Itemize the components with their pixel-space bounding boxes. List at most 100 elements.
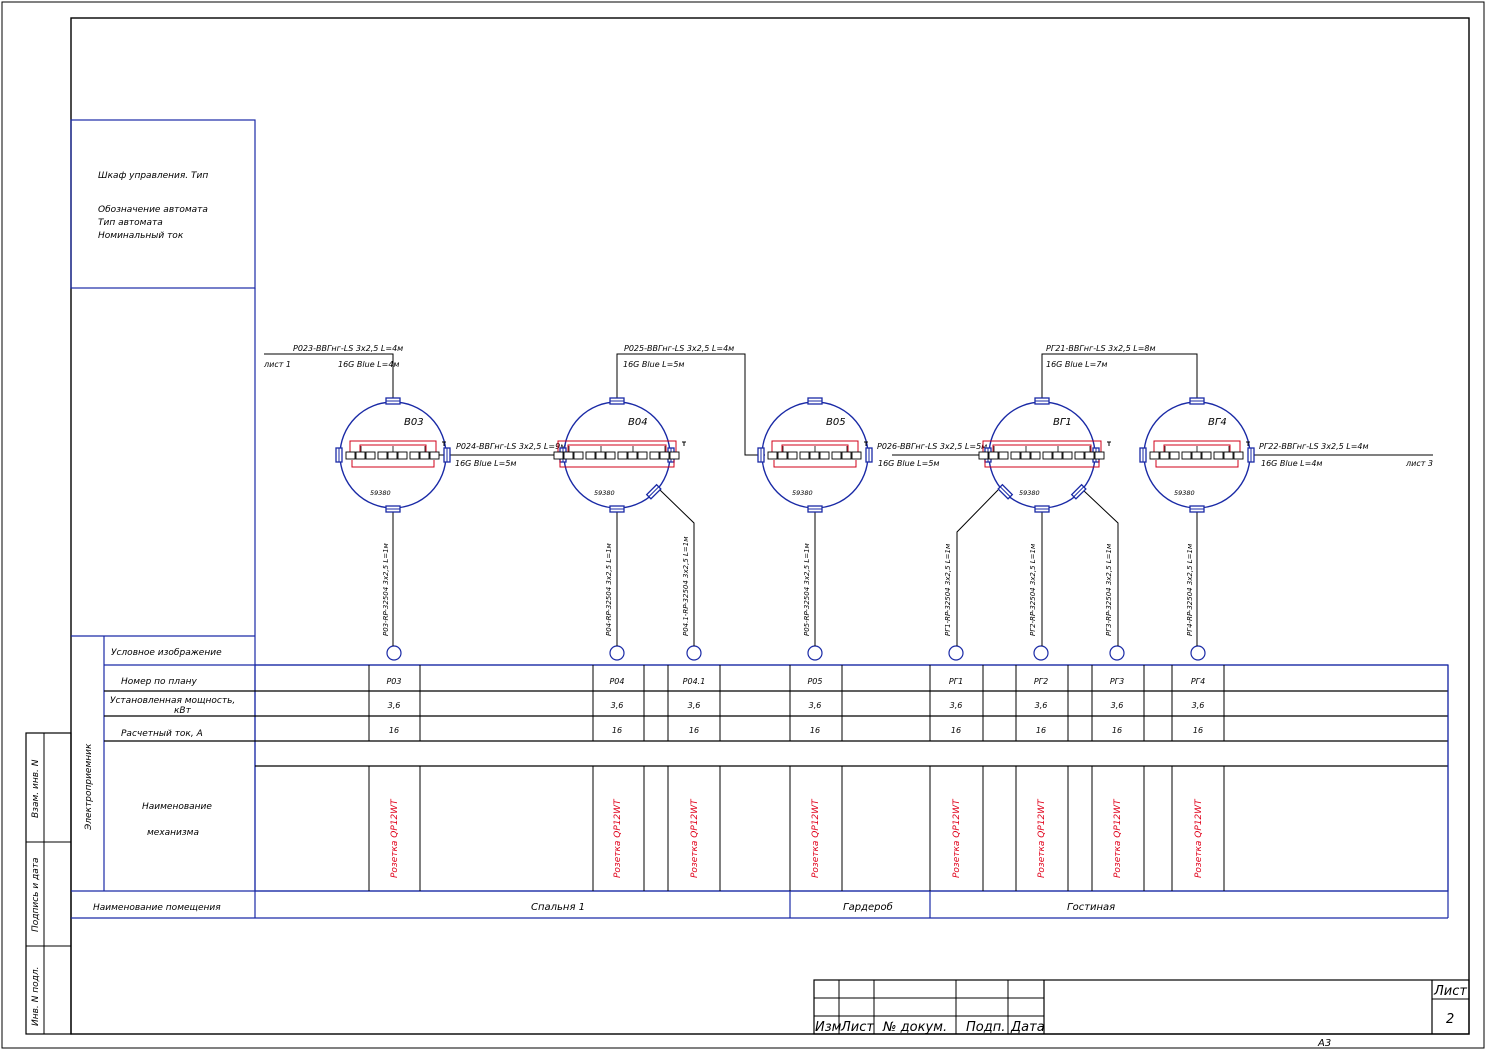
row-label-room: Наименование помещения: [93, 903, 221, 913]
drop-cable-label: Р04.1-RP-32504 3х2,5 L=1м: [682, 536, 690, 636]
bus-wire: [359, 444, 427, 452]
cable-g4-out: РГ22-ВВГнг-LS 3х2,5 L=4м: [1259, 442, 1369, 451]
cable-gland-icon: [1247, 447, 1255, 463]
terminal-icon: [573, 451, 584, 460]
bus-wire: [773, 460, 857, 468]
cable-gland-icon: [757, 447, 765, 463]
plan-number: Р04.1: [683, 677, 706, 686]
installed-power: 3,6: [1035, 701, 1048, 710]
row-label-name-a: Наименование: [142, 802, 212, 812]
terminal-icon: [627, 451, 638, 460]
terminal-icon: [365, 451, 376, 460]
tb-doc: № докум.: [882, 1020, 947, 1035]
cable-b05-out: Р026-ВВГнг-LS 3х2,5 L=5м: [877, 442, 987, 451]
terminal-icon: [799, 451, 810, 460]
bus-wire: [1153, 440, 1241, 452]
socket-name: Розетка QP12WT: [952, 798, 962, 878]
socket-symbol-icon: [807, 645, 823, 661]
vzam-label: Взам. инв. N: [31, 759, 41, 818]
installed-power: 3,6: [1192, 701, 1205, 710]
terminal-icon: [1062, 451, 1073, 460]
box-label: ВГ1: [1053, 417, 1072, 428]
terminal-icon: [1159, 451, 1170, 460]
cable-gland-icon: [1189, 505, 1205, 513]
drop-cable-label: РГ1-RP-32504 3х2,5 L=1м: [944, 543, 952, 636]
terminal-icon: [809, 451, 820, 460]
socket-name: Розетка QP12WT: [690, 798, 700, 878]
cable-gland-icon: [609, 397, 625, 405]
drop-cable-label: РГ4-RP-32504 3х2,5 L=1м: [1186, 543, 1194, 636]
header-line-2: Обозначение автомата: [98, 205, 208, 215]
socket-symbol-icon: [1033, 645, 1049, 661]
terminal-icon: [1223, 451, 1234, 460]
terminal-icon: [1052, 451, 1063, 460]
consumer-table: [71, 635, 1449, 919]
socket-name: Розетка QP12WT: [1037, 798, 1047, 878]
rated-current: 16: [951, 726, 961, 735]
terminal-icon: [649, 451, 660, 460]
terminal-icon: [669, 451, 680, 460]
installed-power: 3,6: [950, 701, 963, 710]
terminal-icon: [637, 451, 648, 460]
cable-gland-icon: [807, 505, 823, 513]
terminal-icon: [1020, 451, 1031, 460]
box-label: В03: [404, 417, 424, 428]
tb-izm: Изм: [815, 1020, 842, 1035]
box-code: 59380: [1019, 489, 1040, 497]
drop-cable-label: РГ3-RP-32504 3х2,5 L=1м: [1105, 543, 1113, 636]
plan-number: РГ4: [1191, 677, 1205, 686]
cable-gland-icon: [1189, 397, 1205, 405]
terminal-icon: [819, 451, 830, 460]
inv-label: Инв. N подл.: [31, 967, 41, 1026]
terminal-icon: [377, 451, 388, 460]
cable-gland-icon: [1034, 505, 1050, 513]
bus-wire: [982, 440, 1102, 452]
plan-number: Р03: [386, 677, 401, 686]
cable-gland-icon: [385, 397, 401, 405]
cable-gland-icon: [385, 505, 401, 513]
socket-name: Розетка QP12WT: [613, 798, 623, 878]
terminal-icon: [998, 451, 1009, 460]
plan-number: РГ1: [949, 677, 963, 686]
terminal-icon: [563, 451, 574, 460]
socket-name: Розетка QP12WT: [1113, 798, 1123, 878]
terminal-icon: [787, 451, 798, 460]
socket-name: Розетка QP12WT: [1194, 798, 1204, 878]
terminal-icon: [1010, 451, 1021, 460]
bus-wire: [1155, 460, 1239, 468]
terminal-icon: [1074, 451, 1085, 460]
terminal-icon: [831, 451, 842, 460]
terminal-icon: [851, 451, 862, 460]
header-line-3: Тип автомата: [98, 218, 163, 228]
installed-power: 3,6: [809, 701, 822, 710]
terminal-icon: [767, 451, 778, 460]
plan-number: Р05: [807, 677, 822, 686]
terminal-icon: [1191, 451, 1202, 460]
socket-name: Розетка QP12WT: [390, 798, 400, 878]
bus-wire: [351, 460, 435, 468]
cable-gland-icon: [1139, 447, 1147, 463]
socket-symbol-icon: [686, 645, 702, 661]
drop-cable-label: Р05-RP-32504 3х2,5 L=1м: [803, 542, 811, 636]
bus-wire: [559, 460, 675, 468]
rated-current: 16: [1036, 726, 1046, 735]
box-label: В04: [628, 417, 648, 428]
socket-symbol-icon: [948, 645, 964, 661]
row-label-name-b: механизма: [147, 828, 199, 838]
cable-gland-icon: [443, 447, 451, 463]
plan-number: РГ2: [1034, 677, 1048, 686]
sheet-link-right: лист 3: [1405, 459, 1433, 468]
cable-b03-in-sub: 16G Blue L=4м: [338, 360, 399, 369]
rated-current: 16: [1193, 726, 1203, 735]
row-label-current: Расчетный ток, А: [121, 729, 203, 739]
installed-power: 3,6: [611, 701, 624, 710]
terminal-icon: [988, 451, 999, 460]
cable-g1-in-sub: 16G Blue L=7м: [1046, 360, 1107, 369]
terminal-icon: [1233, 451, 1244, 460]
box-code: 59380: [1174, 489, 1195, 497]
sheet-link-left: лист 1: [263, 360, 291, 369]
